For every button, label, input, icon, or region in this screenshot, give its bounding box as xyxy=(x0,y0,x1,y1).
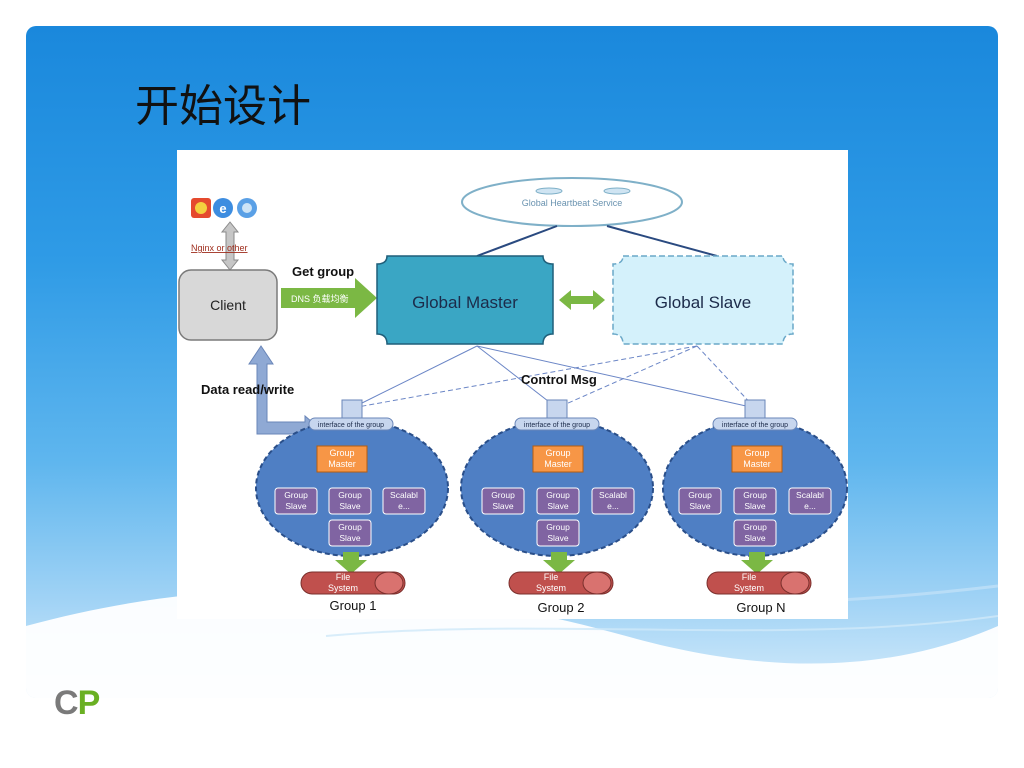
svg-text:Slave: Slave xyxy=(339,501,361,511)
svg-text:e...: e... xyxy=(398,501,410,511)
svg-text:Scalabl: Scalabl xyxy=(796,490,824,500)
get-group-label: Get group xyxy=(292,264,354,279)
ie-icon xyxy=(213,198,233,218)
group-label: Group N xyxy=(736,600,785,615)
svg-text:e...: e... xyxy=(804,501,816,511)
group-interface: interface of the group xyxy=(318,422,384,429)
heartbeat-service: Global Heartbeat Service xyxy=(461,177,683,227)
heartbeat-label: Global Heartbeat Service xyxy=(522,198,623,208)
group-interface: interface of the group xyxy=(722,422,788,429)
svg-text:Group: Group xyxy=(284,490,308,500)
svg-text:Group: Group xyxy=(546,522,570,532)
heartbeat-master-link xyxy=(476,225,558,257)
svg-text:File: File xyxy=(544,572,559,582)
group-1: interface of the group Group Master Grou… xyxy=(255,399,449,613)
svg-text:Group: Group xyxy=(338,490,362,500)
svg-text:Master: Master xyxy=(743,459,771,469)
svg-text:Slave: Slave xyxy=(689,501,711,511)
client-node: Client xyxy=(178,269,278,341)
control-msg-label: Control Msg xyxy=(521,372,597,387)
svg-text:Group: Group xyxy=(491,490,515,500)
client-label: Client xyxy=(210,297,246,313)
svg-text:Slave: Slave xyxy=(492,501,514,511)
global-master-node: Global Master xyxy=(376,255,554,345)
svg-text:e...: e... xyxy=(607,501,619,511)
svg-text:Scalabl: Scalabl xyxy=(599,490,627,500)
global-slave-label: Global Slave xyxy=(655,293,751,312)
svg-text:Scalabl: Scalabl xyxy=(390,490,418,500)
global-master-label: Global Master xyxy=(412,293,518,312)
svg-text:Slave: Slave xyxy=(339,533,361,543)
svg-text:Group: Group xyxy=(546,490,570,500)
svg-text:Slave: Slave xyxy=(744,501,766,511)
svg-text:Group: Group xyxy=(329,448,354,458)
data-rw-label: Data read/write xyxy=(201,382,294,397)
architecture-diagram: Global Heartbeat Service e Nginx or othe… xyxy=(177,150,848,619)
browser-icons: e xyxy=(191,198,257,218)
svg-text:Slave: Slave xyxy=(547,501,569,511)
svg-text:Group: Group xyxy=(545,448,570,458)
svg-text:Slave: Slave xyxy=(744,533,766,543)
svg-text:Master: Master xyxy=(544,459,572,469)
svg-text:System: System xyxy=(328,583,358,593)
cp-logo: CP xyxy=(54,684,101,723)
logo-p: P xyxy=(77,684,101,722)
svg-text:File: File xyxy=(742,572,757,582)
group-label: Group 2 xyxy=(538,600,585,615)
svg-text:e: e xyxy=(219,201,226,216)
svg-text:Group: Group xyxy=(338,522,362,532)
logo-c: C xyxy=(54,684,79,722)
svg-text:Group: Group xyxy=(688,490,712,500)
group-label: Group 1 xyxy=(330,598,377,613)
svg-text:Group: Group xyxy=(743,490,767,500)
nginx-label: Nginx or other xyxy=(191,243,248,253)
svg-text:Slave: Slave xyxy=(285,501,307,511)
svg-text:Slave: Slave xyxy=(547,533,569,543)
dns-label: DNS 负载均衡 xyxy=(291,293,349,304)
svg-text:Group: Group xyxy=(743,522,767,532)
get-group-arrow xyxy=(281,278,377,318)
heartbeat-slave-link xyxy=(606,225,718,257)
svg-text:File: File xyxy=(336,572,351,582)
group-n: interface of the group Group Master Grou… xyxy=(662,399,848,615)
global-slave-node: Global Slave xyxy=(612,255,794,345)
group-2: interface of the group Group Master Grou… xyxy=(460,399,654,615)
master-slave-arrow xyxy=(559,290,605,310)
svg-text:System: System xyxy=(734,583,764,593)
slide-title: 开始设计 xyxy=(135,81,311,132)
svg-text:Master: Master xyxy=(328,459,356,469)
svg-text:Group: Group xyxy=(744,448,769,458)
svg-text:System: System xyxy=(536,583,566,593)
group-interface: interface of the group xyxy=(524,422,590,429)
control-lines xyxy=(351,345,756,410)
